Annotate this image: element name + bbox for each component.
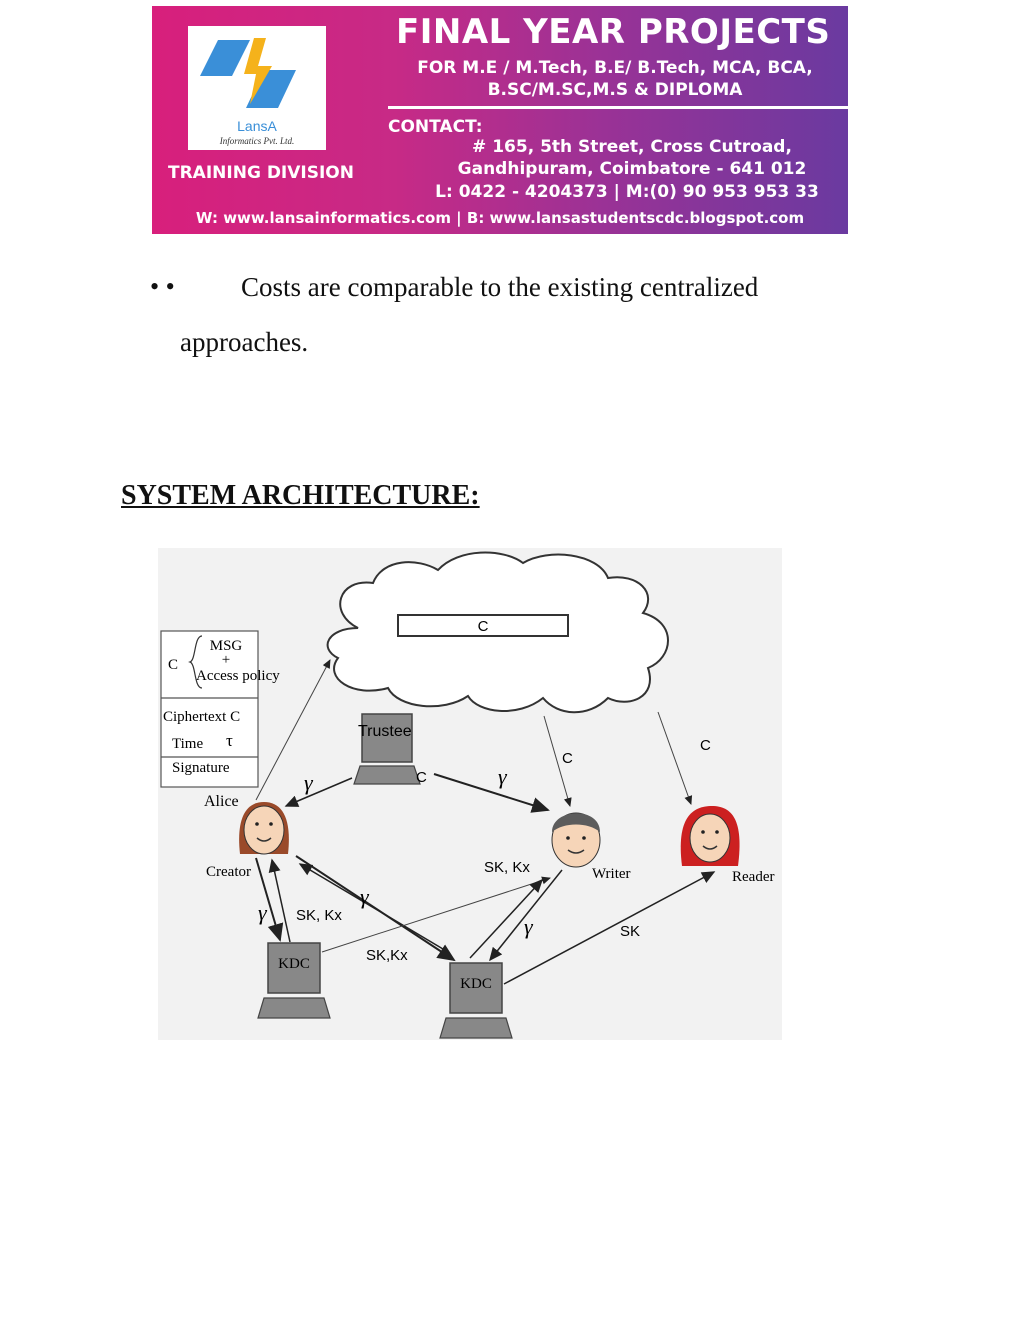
ciphertext-box-label: C: [478, 618, 489, 635]
trustee-c-label: C: [416, 769, 427, 786]
logo-mark-icon: [188, 26, 326, 121]
arrow-cloud-to-reader: [658, 712, 691, 804]
legend-time-symbol: τ: [226, 731, 233, 750]
arrow-trustee-to-creator: [286, 778, 352, 806]
creator-avatar-icon: [239, 802, 289, 854]
label-sk-reader: SK: [620, 923, 640, 940]
gamma-writer-kdc: γ: [524, 914, 534, 939]
writer-avatar-icon: [552, 813, 600, 867]
system-architecture-diagram: C C MSG + Access policy Ciphertext C Tim…: [158, 548, 782, 1040]
legend-access-policy: Access policy: [196, 668, 280, 684]
kdc-label-right: KDC: [460, 976, 492, 992]
legend-plus: +: [222, 652, 230, 668]
contact-address: # 165, 5th Street, Cross Cutroad,: [422, 137, 842, 157]
alice-label: Alice: [204, 793, 239, 810]
website-links: W: www.lansainformatics.com | B: www.lan…: [152, 209, 848, 227]
bullet-markers: • •: [150, 272, 175, 302]
legend-ciphertext: Ciphertext C: [163, 709, 240, 725]
gamma-creator-kdc: γ: [258, 900, 268, 925]
header-banner: LansA Informatics Pvt. Ltd. FINAL YEAR P…: [152, 6, 848, 234]
gamma-trustee-creator: γ: [304, 770, 314, 795]
section-heading: SYSTEM ARCHITECTURE:: [121, 480, 480, 512]
label-c-writer: C: [562, 750, 573, 767]
writer-label: Writer: [592, 866, 631, 882]
kdc-label-left: KDC: [278, 956, 310, 972]
trustee-label: Trustee: [358, 723, 412, 740]
contact-city: Gandhipuram, Coimbatore - 641 012: [422, 159, 842, 179]
legend-c: C: [168, 657, 178, 673]
legend-signature: Signature: [172, 760, 230, 776]
banner-courses-line1: FOR M.E / M.Tech, B.E/ B.Tech, MCA, BCA,: [382, 58, 848, 78]
company-logo: LansA Informatics Pvt. Ltd.: [188, 26, 326, 150]
label-sk-kx-left: SK, Kx: [296, 907, 342, 924]
bullet-text-line1: Costs are comparable to the existing cen…: [241, 272, 758, 303]
gamma-kdc-creator: γ: [360, 884, 370, 909]
banner-divider: [388, 106, 848, 109]
contact-label: CONTACT:: [388, 117, 483, 137]
arrow-kdc-to-creator: [272, 860, 290, 942]
arrow-kdc-to-writer: [322, 878, 550, 952]
contact-phone: L: 0422 - 4204373 | M:(0) 90 953 953 33: [412, 182, 842, 202]
training-division-label: TRAINING DIVISION: [168, 163, 354, 183]
logo-subtitle: Informatics Pvt. Ltd.: [188, 136, 326, 146]
banner-title: FINAL YEAR PROJECTS: [396, 12, 836, 52]
gamma-trustee-writer: γ: [498, 764, 508, 789]
label-sk-kx-mid: SK,Kx: [366, 947, 408, 964]
legend-time: Time: [172, 736, 203, 752]
reader-label: Reader: [732, 869, 774, 885]
arrow-kdc-right-to-reader: [504, 872, 714, 984]
logo-name: LansA: [188, 118, 326, 134]
creator-label: Creator: [206, 864, 251, 880]
label-sk-kx-writer: SK, Kx: [484, 859, 530, 876]
arrow-creator-to-kdc: [256, 858, 280, 940]
arrow-trustee-to-writer: [434, 774, 548, 810]
bullet-text-line2: approaches.: [180, 327, 308, 358]
reader-avatar-icon: [681, 806, 740, 866]
label-c-reader: C: [700, 737, 711, 754]
banner-courses-line2: B.SC/M.SC,M.S & DIPLOMA: [382, 80, 848, 100]
